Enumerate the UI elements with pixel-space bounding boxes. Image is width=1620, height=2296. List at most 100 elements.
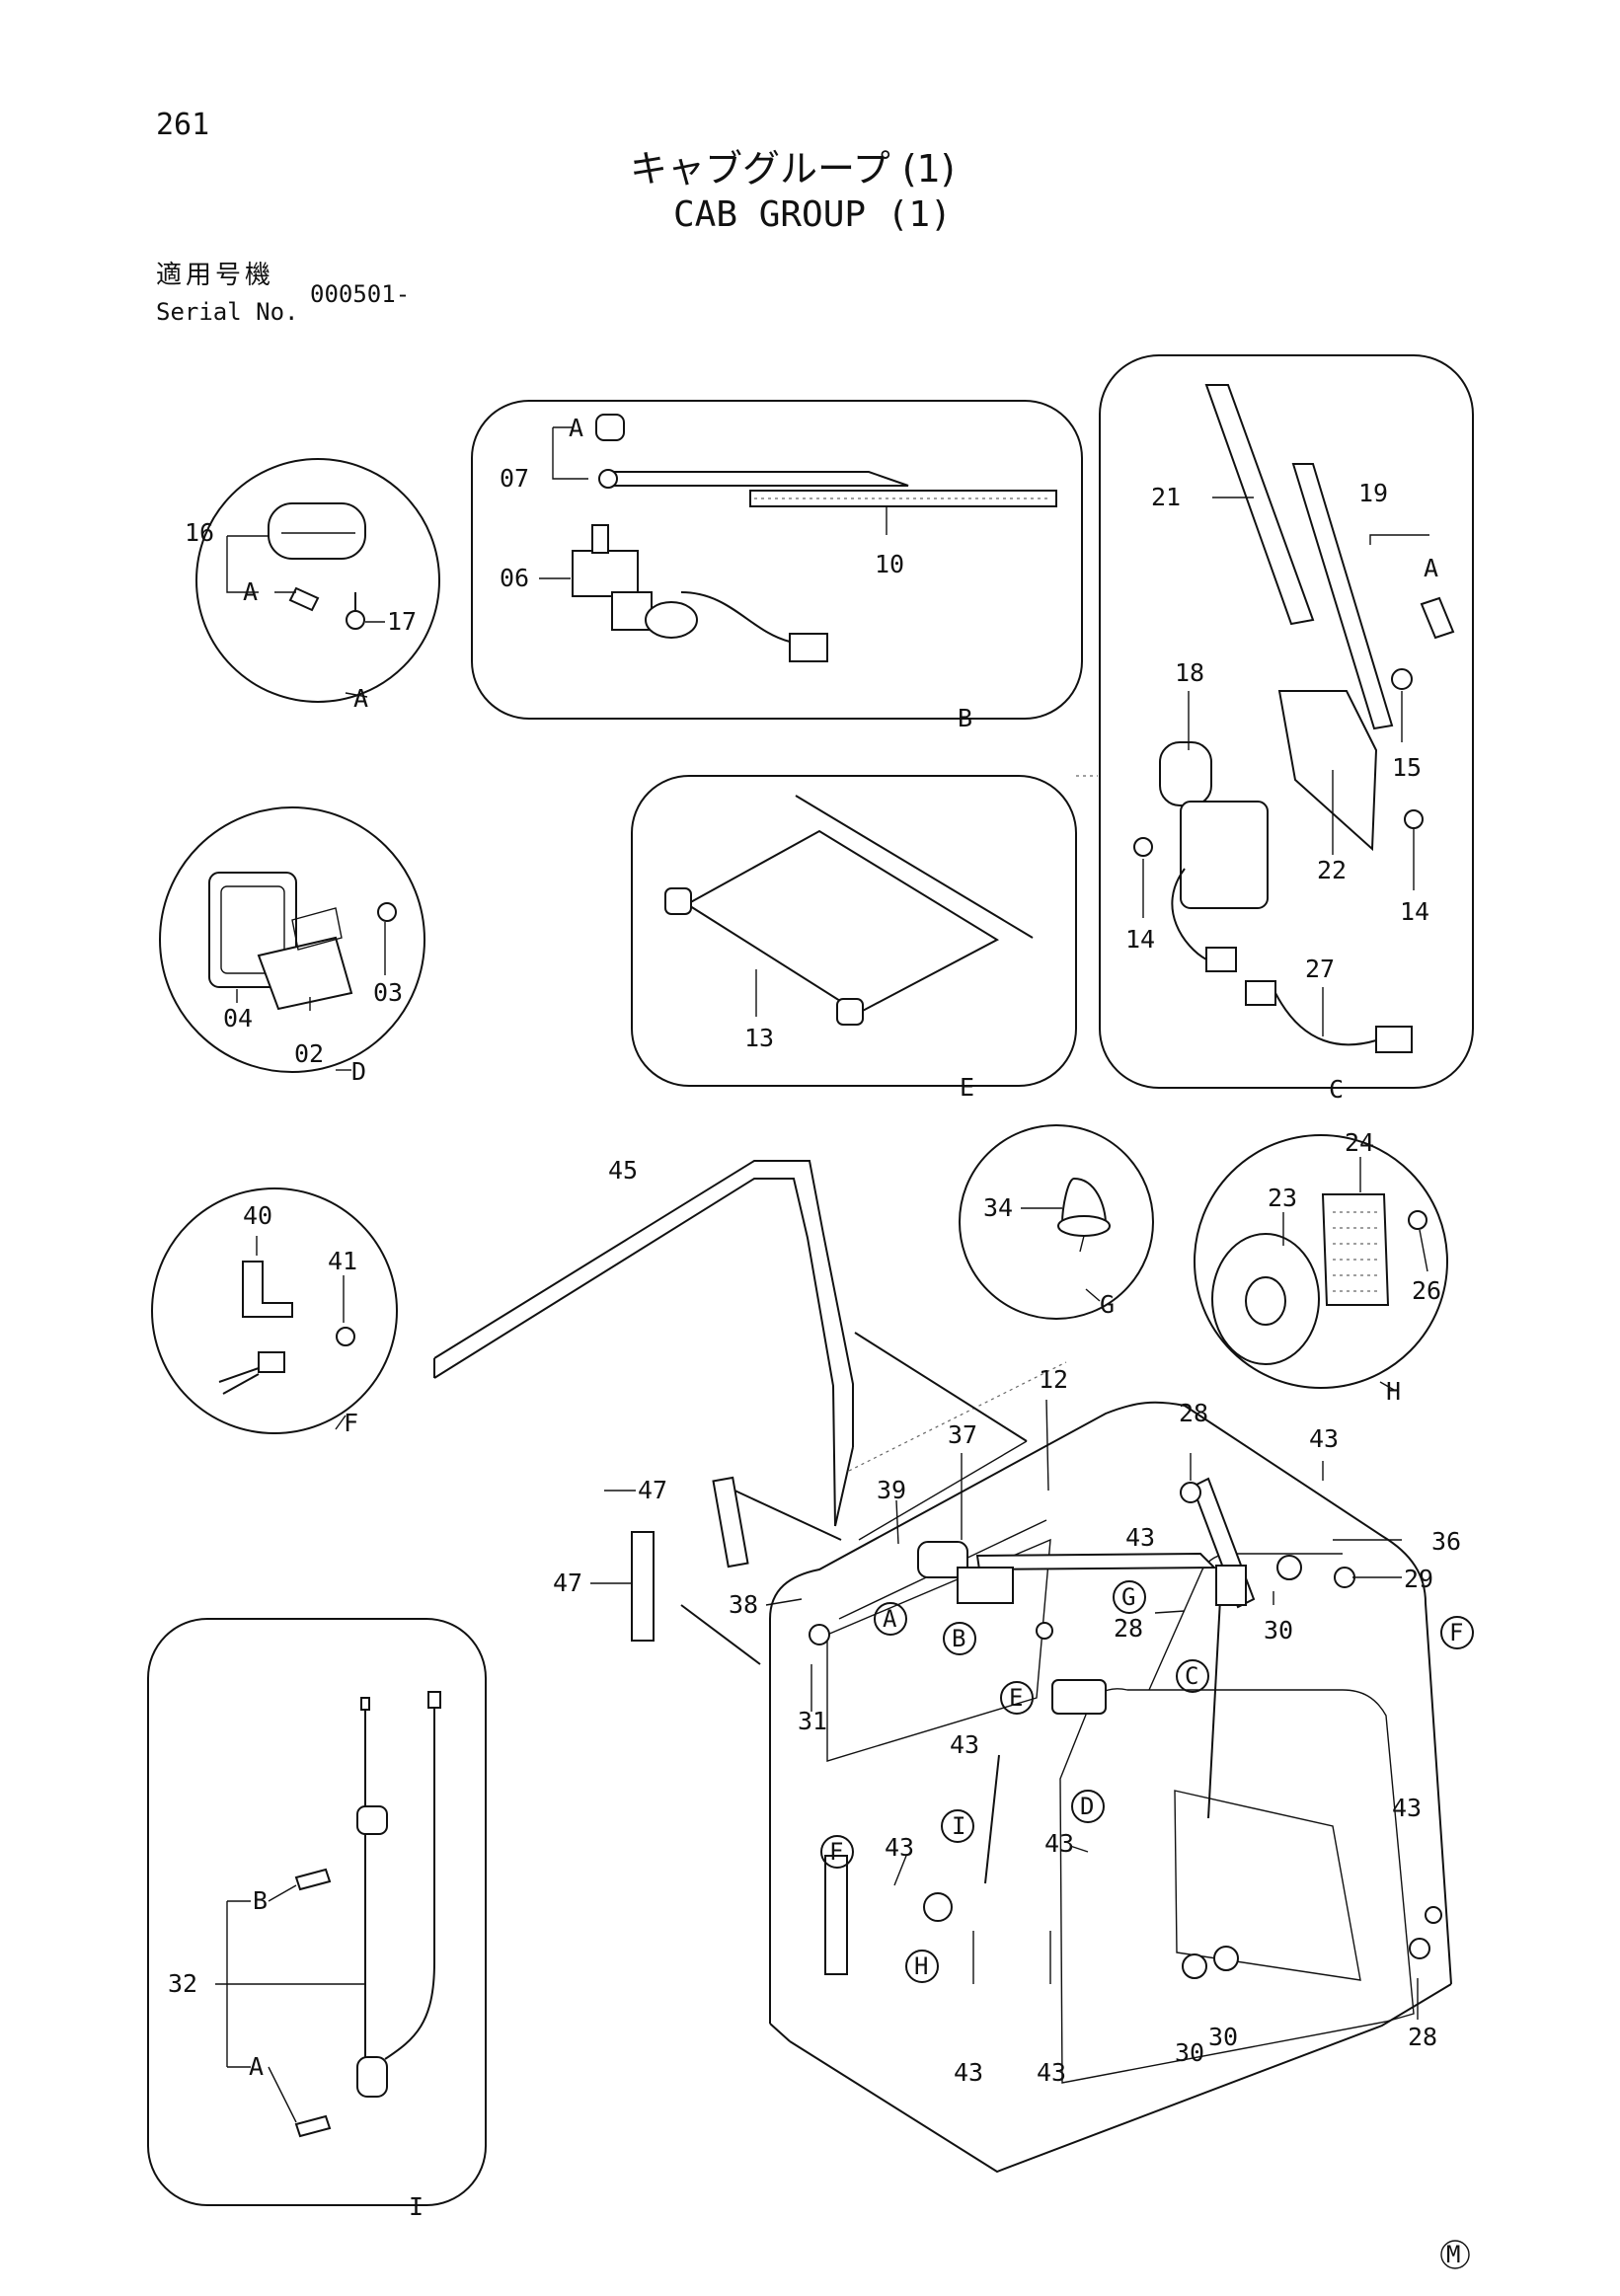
panel-c: 21 19 A 18 15 22 14 14 27 C [1099,354,1474,1104]
part-number: 17 [387,607,417,636]
part-number: 22 [1317,856,1347,884]
screw-icon [336,1327,355,1346]
sub-label: A [569,414,583,442]
screw-icon [346,610,365,630]
screw-icon [294,2114,332,2138]
handle-icon [1051,1679,1107,1715]
part-number: 40 [243,1201,272,1230]
callout-c: C [1185,1662,1198,1690]
strip-icon [631,1531,655,1642]
nut-icon [1391,668,1413,690]
screw-icon [1408,1210,1427,1230]
page-number: 261 [156,108,210,142]
part-number: 43 [1037,2058,1066,2087]
weather-strip-icon [433,1160,854,1447]
callout-b: B [952,1625,965,1652]
part-number: 43 [1125,1523,1155,1552]
cab-frame-icon [769,1401,1452,2024]
panel-label: B [958,704,972,732]
part-number: 43 [950,1730,979,1759]
part-number: 45 [608,1156,638,1185]
panel-label: D [351,1057,366,1086]
part-number: 34 [983,1193,1013,1222]
connector-icon [1375,1026,1413,1053]
part-number: 21 [1151,483,1181,511]
screw-icon [377,902,397,922]
part-number: 19 [1358,479,1388,507]
part-number: 06 [500,564,529,592]
screw-icon [1404,809,1424,829]
part-number: 13 [744,1024,774,1052]
panel-b: A 07 06 10 B [471,400,1083,732]
callout-h: H [914,1952,928,1980]
page-title: CAB GROUP (1) [673,194,952,235]
serial-label-japanese: 適用号機 [156,261,275,290]
room-lamp-icon [268,502,366,560]
sub-label: B [253,1886,268,1915]
part-number: 47 [553,1569,582,1597]
part-number: 43 [1309,1424,1339,1453]
part-number: 30 [1175,2038,1204,2067]
panel-i: B 32 A I [147,1618,487,2221]
cap-icon [595,414,625,441]
speaker-icon [923,1892,953,1922]
part-number: 12 [1039,1365,1068,1394]
connector-icon [258,1351,285,1373]
cab-assembly: 45 12 28 37 43 47 39 43 36 47 29 38 28 3… [433,1156,1474,2174]
panel-label: E [960,1073,974,1102]
sub-label: A [243,577,258,606]
wiper-blade-icon [1204,384,1315,626]
wiper-motor-icon [645,601,698,639]
callout-d: D [1080,1793,1094,1820]
panel-label: G [1100,1290,1115,1319]
sub-label: A [1424,554,1438,582]
panel-label: I [409,2192,424,2221]
part-number: 28 [1408,2023,1437,2051]
part-number: 26 [1412,1276,1441,1305]
fuse-box-icon [824,1855,848,1975]
sub-label: A [249,2052,264,2081]
part-number: 41 [328,1247,357,1275]
footer-mark-label: M [1446,2241,1460,2268]
panel-h: 24 23 26 H [1194,1128,1448,1406]
part-number: 03 [373,978,403,1007]
part-number: 32 [168,1969,197,1998]
bracket-icon [242,1261,293,1318]
wiper-arm-icon [1291,463,1394,730]
cap-icon [1420,596,1455,640]
part-number: 38 [729,1590,758,1619]
antenna-icon [984,1754,1000,1884]
callout-f: F [829,1838,843,1866]
connector-icon [1205,947,1237,972]
part-number: 29 [1404,1565,1433,1593]
panel-label: F [344,1409,358,1437]
handle-icon [257,936,353,1011]
part-number: 43 [1392,1794,1422,1822]
panel-f: 40 41 F [151,1187,398,1437]
part-number: 43 [1044,1829,1074,1858]
part-number: 18 [1175,658,1204,687]
part-number: 14 [1400,897,1429,926]
bulb-icon [288,586,320,612]
part-number: 39 [877,1476,906,1504]
part-number: 47 [638,1476,667,1504]
strip-icon [712,1476,749,1569]
part-number: 07 [500,464,529,493]
panel-label: A [353,684,368,713]
panel-label: H [1386,1377,1401,1406]
part-number: 30 [1264,1616,1293,1645]
motor-bracket-icon [1277,690,1378,852]
part-number: 16 [185,518,214,547]
panel-g: 34 G [959,1124,1154,1320]
part-number: 14 [1125,925,1155,954]
sunshade-icon [685,829,1000,1015]
part-number: 30 [1208,2023,1238,2051]
callout-f: F [1449,1619,1463,1646]
wiper-motor-icon [1159,741,1212,806]
wiper-blade-icon [749,490,1057,507]
callout-e: E [1009,1684,1023,1712]
part-number: 28 [1114,1614,1143,1643]
panel-a: 16 A 17 A [185,458,440,713]
part-number: 24 [1345,1128,1374,1157]
